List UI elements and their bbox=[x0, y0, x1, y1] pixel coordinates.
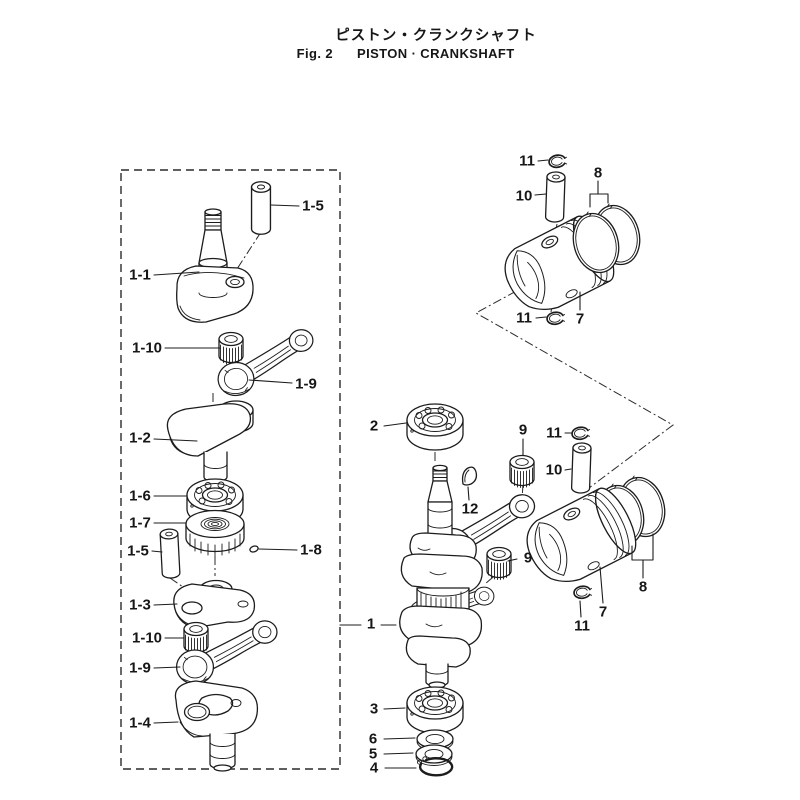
pin-circlip-top-2 bbox=[545, 310, 567, 327]
crankshaft-lower-half bbox=[174, 680, 259, 772]
leader-1-9-upper bbox=[248, 379, 293, 384]
piston-pin-top bbox=[544, 171, 566, 223]
leader-11-piston1-bottom bbox=[535, 316, 547, 319]
callout-2: 2 bbox=[370, 418, 378, 435]
woodruff-key bbox=[461, 466, 478, 486]
piston-assembly-top-group bbox=[495, 152, 648, 327]
callout-9-lower: 9 bbox=[524, 550, 532, 567]
leader-1-3 bbox=[153, 603, 178, 606]
callout-1-10-lower: 1-10 bbox=[132, 630, 162, 647]
leader-1-1 bbox=[153, 271, 200, 276]
figure-number: Fig. 2 bbox=[297, 46, 333, 61]
leader-2 bbox=[383, 422, 407, 427]
labyrinth-seal-ring bbox=[185, 509, 245, 557]
leader-8-piston1-1 bbox=[597, 193, 609, 204]
piston-assembly-right-group bbox=[517, 425, 673, 601]
leader-11-piston2-bottom bbox=[579, 600, 582, 618]
dowel-pin bbox=[249, 545, 259, 553]
callout-10-piston1: 10 bbox=[516, 188, 533, 205]
callout-7-piston2: 7 bbox=[599, 604, 607, 621]
smallend-needle-bearing-lower bbox=[486, 546, 512, 581]
callout-8-piston2: 8 bbox=[639, 579, 647, 596]
smallend-needle-bearing-upper bbox=[509, 454, 535, 489]
upper-main-bearing bbox=[406, 403, 464, 451]
crankshaft-subassembly-boundary bbox=[120, 169, 341, 770]
leader-12 bbox=[467, 486, 470, 501]
callout-1: 1 bbox=[367, 616, 375, 633]
callout-1-7: 1-7 bbox=[129, 515, 151, 532]
callout-1-4: 1-4 bbox=[129, 715, 151, 732]
title-english: PISTON · CRANKSHAFT bbox=[357, 46, 515, 61]
axis-chain-line-12 bbox=[169, 577, 187, 590]
callout-1-10-upper: 1-10 bbox=[132, 340, 162, 357]
callout-11-piston2-top: 11 bbox=[546, 425, 562, 442]
callout-11-piston1-bottom: 11 bbox=[516, 310, 532, 327]
leader-8-piston2-1 bbox=[642, 533, 654, 561]
crank-pin-lower bbox=[159, 528, 181, 580]
leader-11-piston1-top bbox=[537, 159, 549, 162]
leader-1-5-lower bbox=[151, 550, 163, 553]
crank-center-web bbox=[166, 400, 254, 483]
leader-1-8 bbox=[258, 548, 298, 551]
callout-8-piston1: 8 bbox=[594, 165, 602, 182]
pin-circlip-top-1 bbox=[547, 152, 569, 170]
leader-10-piston1 bbox=[534, 193, 547, 196]
pin-circlip-right-2 bbox=[572, 584, 594, 601]
leader-5 bbox=[383, 752, 414, 755]
callout-9-upper: 9 bbox=[519, 422, 527, 439]
title-japanese: ピストン・クランクシャフト bbox=[335, 27, 537, 44]
callout-11-piston1-top: 11 bbox=[519, 153, 535, 170]
crank-pin-upper bbox=[250, 181, 272, 235]
callout-1-2: 1-2 bbox=[129, 430, 151, 447]
callout-6: 6 bbox=[369, 731, 377, 748]
leader-1-2 bbox=[153, 438, 198, 442]
lower-main-bearing bbox=[406, 686, 464, 734]
leader-1-5-upper bbox=[270, 204, 300, 207]
callout-3: 3 bbox=[370, 701, 378, 718]
leader-6 bbox=[383, 737, 416, 740]
crankshaft-upper-half bbox=[176, 208, 254, 323]
crankshaft-assembled bbox=[399, 464, 483, 689]
callout-7-piston1: 7 bbox=[576, 311, 584, 328]
callout-labels: 1-5 1-1 1-10 1-9 1-2 1-6 1-7 1-5 1-8 1-3 1-10 1-9 1-… bbox=[127, 153, 654, 777]
callout-1-1: 1-1 bbox=[129, 267, 151, 284]
callout-11-piston2-bottom: 11 bbox=[574, 618, 590, 635]
callout-1-3: 1-3 bbox=[129, 597, 151, 614]
leader-10-piston2 bbox=[564, 468, 572, 471]
callout-1-9-upper: 1-9 bbox=[295, 376, 317, 393]
axis-chain-line-0 bbox=[474, 282, 674, 492]
leader-7-piston2 bbox=[599, 566, 604, 604]
crankshaft-assembly-group bbox=[399, 403, 538, 777]
callout-1-5-upper: 1-5 bbox=[302, 198, 324, 215]
leader-8-piston2 bbox=[631, 545, 644, 579]
leader-1-4 bbox=[153, 721, 179, 724]
exploded-crankshaft-group bbox=[159, 181, 317, 772]
leader-9-lower bbox=[507, 558, 518, 562]
callout-1-6: 1-6 bbox=[129, 488, 151, 505]
piston-pin-right bbox=[570, 442, 592, 494]
callout-12: 12 bbox=[462, 501, 479, 518]
leader-1-9-lower bbox=[153, 666, 181, 669]
crank-lower-web bbox=[173, 579, 256, 629]
callout-1-8: 1-8 bbox=[300, 542, 322, 559]
callout-1-9-lower: 1-9 bbox=[129, 660, 151, 677]
bigend-needle-bearing-upper bbox=[218, 331, 244, 366]
callout-1-5-lower: 1-5 bbox=[127, 543, 149, 560]
callout-4: 4 bbox=[370, 760, 379, 777]
leader-3 bbox=[383, 707, 406, 710]
leader-8-piston1 bbox=[589, 180, 599, 208]
callout-10-piston2: 10 bbox=[546, 462, 563, 479]
callout-5: 5 bbox=[369, 746, 377, 763]
pin-circlip-right-1 bbox=[570, 425, 592, 442]
axis-chain-line-7 bbox=[236, 231, 262, 270]
